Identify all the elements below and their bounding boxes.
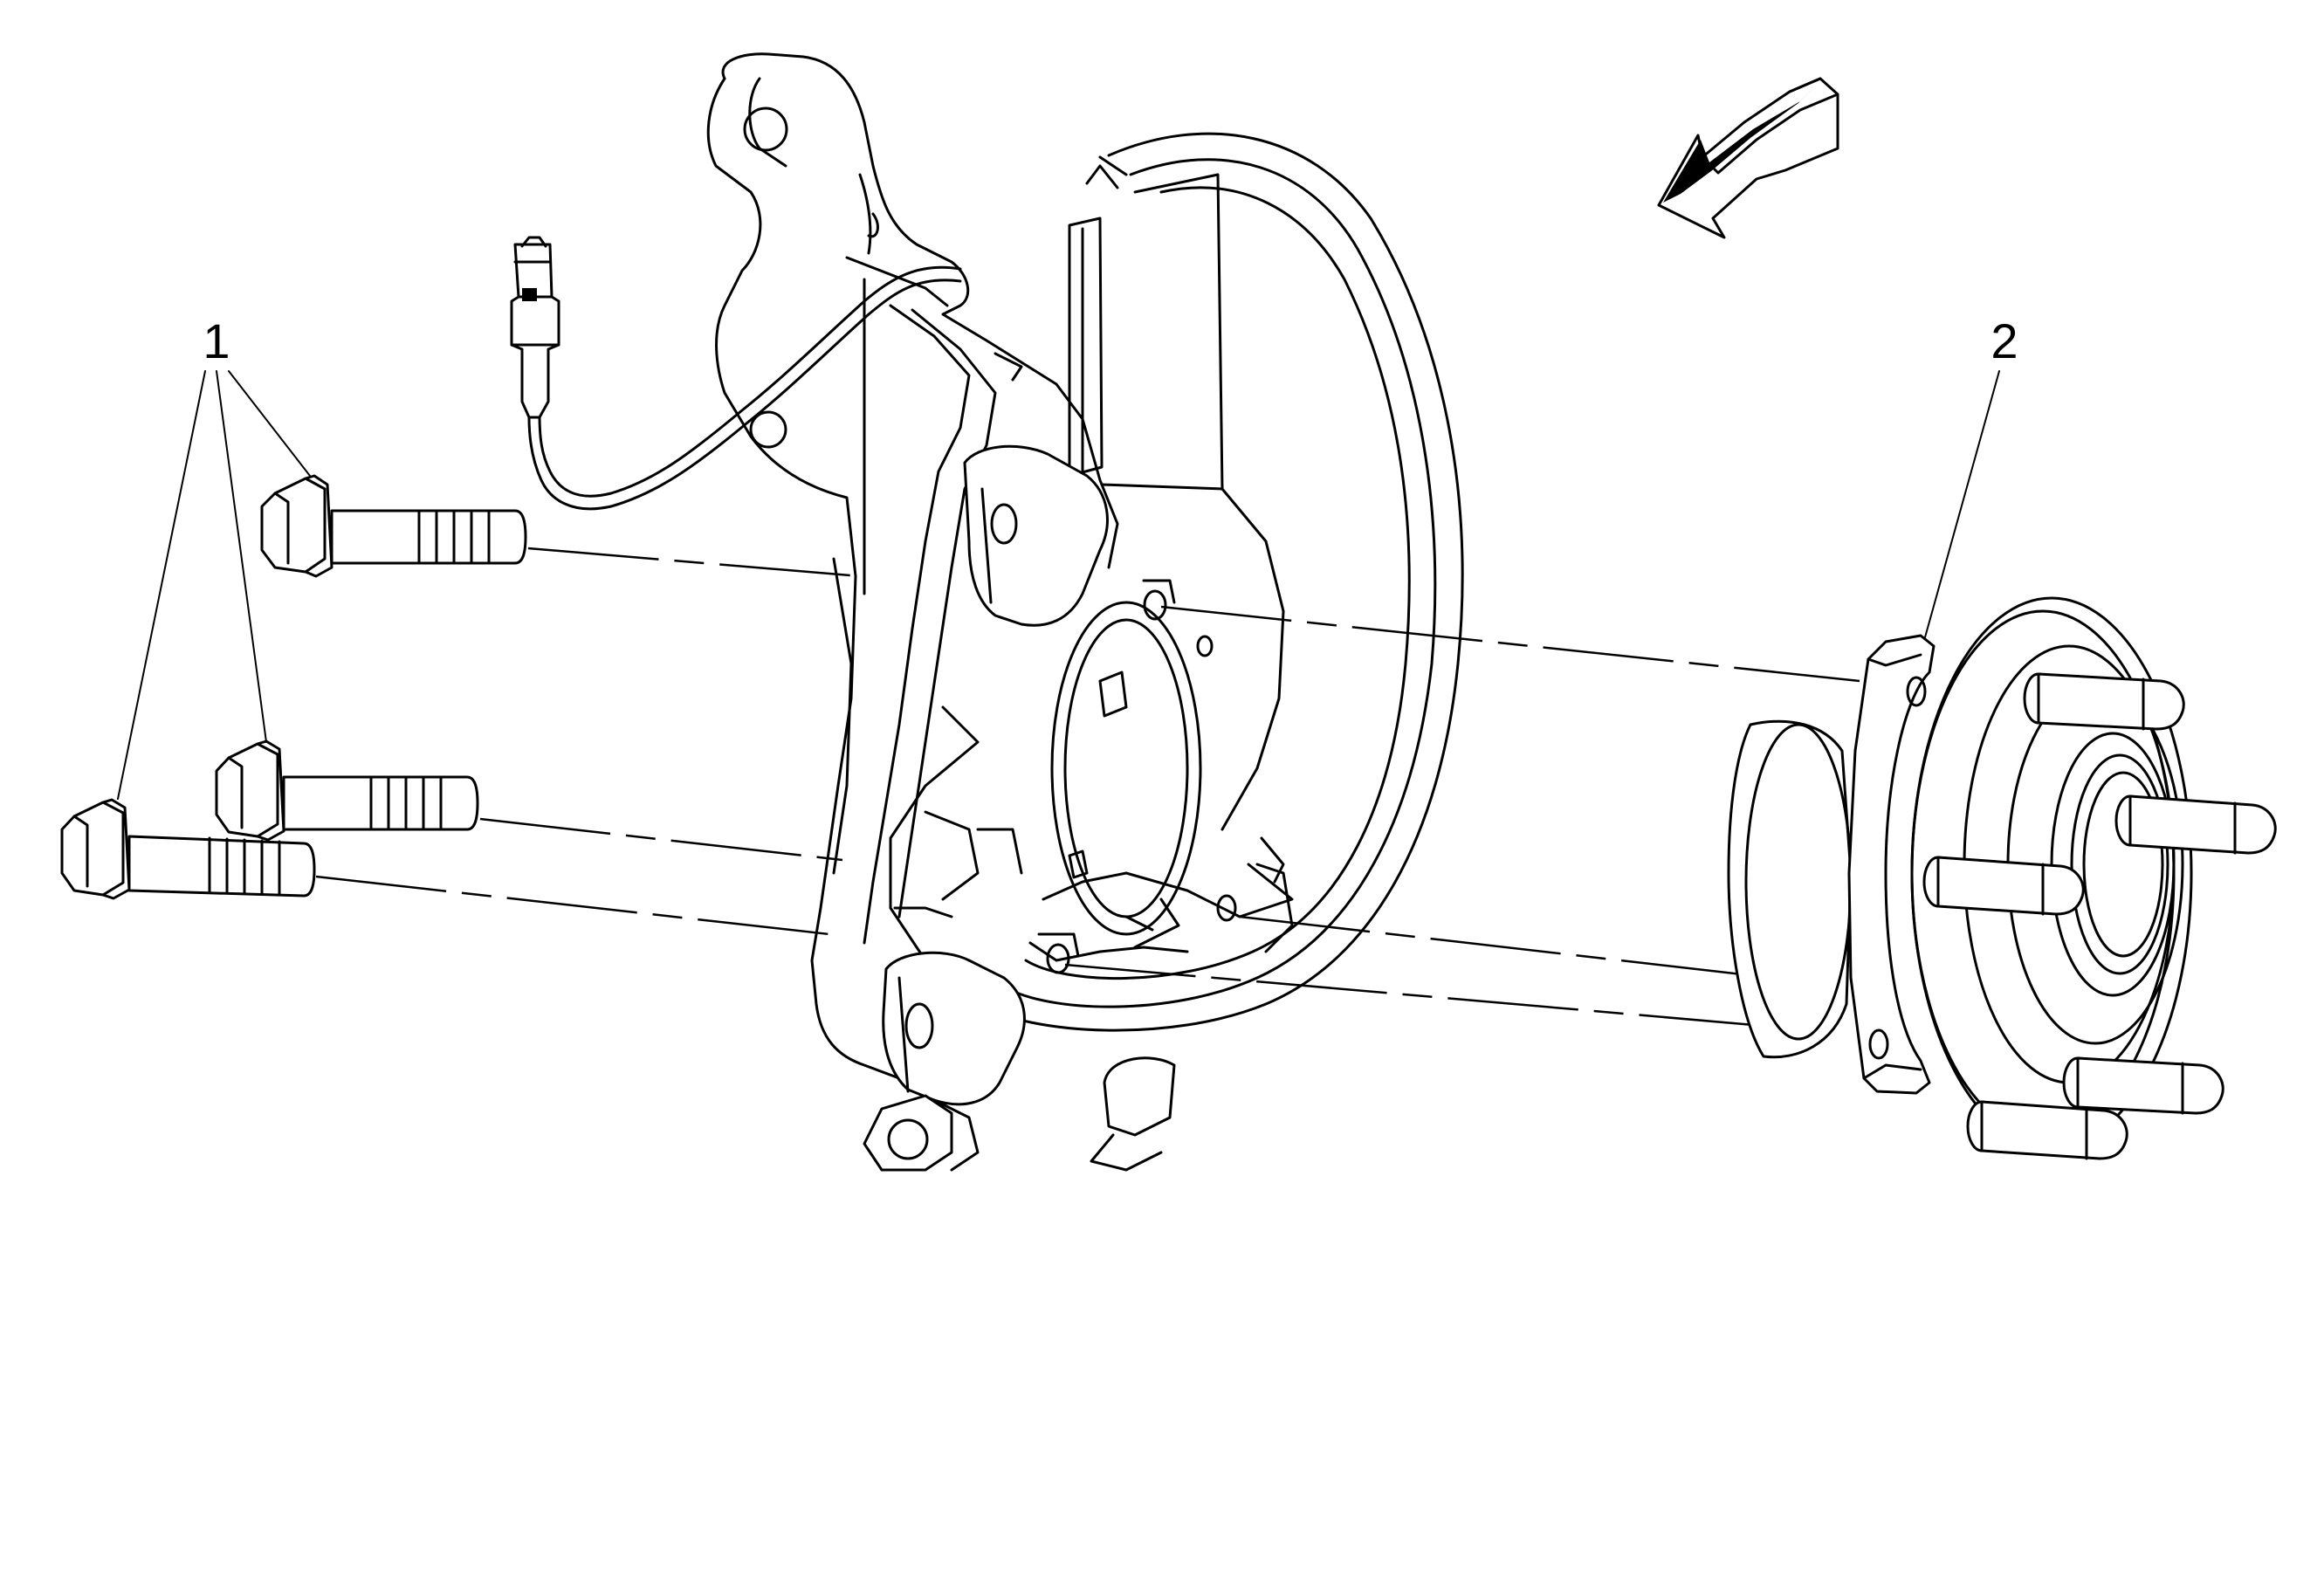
alignment-line-hub-upper — [1160, 605, 1860, 683]
alignment-lines — [315, 547, 1860, 1028]
wheel-stud — [2062, 1056, 2224, 1115]
callout-label-2: 2 — [1991, 313, 2018, 368]
wheel-stud — [2023, 672, 2185, 731]
wheel-stud — [2114, 794, 2277, 855]
callout-1: 1 — [117, 313, 311, 800]
hub-mounting-bolt-lower — [60, 798, 316, 900]
wheel-speed-sensor-harness — [510, 236, 962, 511]
splash-shield — [889, 132, 1464, 1032]
callout-label-1: 1 — [203, 313, 230, 368]
steering-knuckle — [706, 52, 1119, 1172]
alignment-line-hub-middle — [1239, 915, 1773, 980]
hub-mounting-bolt-middle — [215, 739, 479, 842]
wheel-hub-bearing-assembly — [1727, 596, 2277, 1160]
alignment-line-middle-bolt — [479, 817, 843, 862]
alignment-line-hub-lower — [1064, 963, 1764, 1028]
wheel-stud — [1966, 1100, 2128, 1160]
alignment-line-lower-bolt — [315, 875, 830, 936]
wheel-stud — [1922, 856, 2085, 916]
direction-arrow-icon — [1657, 77, 1839, 239]
knuckle-bore — [1037, 579, 1294, 1172]
hub-mounting-bolt-upper — [260, 474, 527, 578]
callout-2: 2 — [1924, 313, 2018, 638]
alignment-line-upper-bolt — [527, 547, 861, 578]
